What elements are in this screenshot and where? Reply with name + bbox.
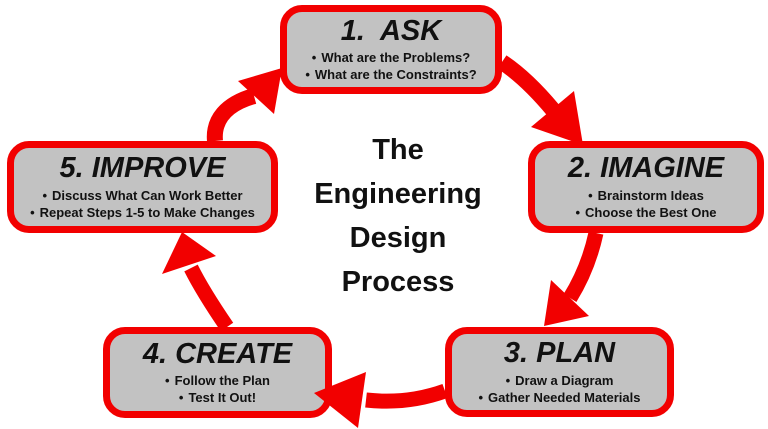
bullet-text: Brainstorm Ideas [597,187,704,203]
bullet-text: Draw a Diagram [515,372,614,388]
step-bullets-create: •Follow the Plan •Test It Out! [165,372,270,406]
bullet-item: •Follow the Plan [165,372,270,389]
bullet-item: •Draw a Diagram [478,372,640,389]
bullet-item: •Test It Out! [165,389,270,406]
bullet-text: What are the Problems? [321,50,471,66]
step-bullets-ask: •What are the Problems? •What are the Co… [305,49,476,83]
bullet-text: Follow the Plan [174,373,270,389]
bullet-dot: • [30,204,35,220]
bullet-item: •Repeat Steps 1-5 to Make Changes [30,204,255,221]
step-title-imagine: 2. IMAGINE [567,152,725,185]
step-bullets-improve: •Discuss What Can Work Better •Repeat St… [30,187,255,221]
diagram-title-line: Design [349,222,447,254]
bullet-item: •Discuss What Can Work Better [30,187,255,204]
bullet-dot: • [311,50,317,66]
step-title-ask: 1. ASK [340,14,442,47]
bullet-item: •Choose the Best One [575,204,716,221]
diagram-title-line: Process [341,266,455,298]
bullet-dot: • [588,187,593,203]
bullet-text: Choose the Best One [585,204,717,220]
bullet-dot: • [575,204,581,220]
step-box-improve: 5. IMPROVE •Discuss What Can Work Better… [7,141,278,233]
bullet-item: •What are the Problems? [305,49,476,66]
bullet-item: •Gather Needed Materials [478,389,640,406]
step-bullets-imagine: •Brainstorm Ideas •Choose the Best One [575,187,716,221]
bullet-dot: • [42,187,48,203]
step-box-ask: 1. ASK •What are the Problems? •What are… [280,5,502,94]
arrow-plan-to-create [314,372,448,428]
step-box-create: 4. CREATE •Follow the Plan •Test It Out! [103,327,332,418]
bullet-dot: • [165,373,170,389]
bullet-text: What are the Constraints? [314,67,477,83]
bullet-text: Test It Out! [188,390,257,406]
diagram-title-line: Engineering [314,178,482,210]
diagram-title: The Engineering Design Process [288,128,508,304]
arrow-improve-to-ask [206,68,282,142]
bullet-text: Discuss What Can Work Better [52,187,243,203]
step-bullets-plan: •Draw a Diagram •Gather Needed Materials [478,372,640,406]
arrow-create-to-improve [162,232,234,332]
step-box-plan: 3. PLAN •Draw a Diagram •Gather Needed M… [445,327,674,417]
step-title-improve: 5. IMPROVE [59,152,226,185]
bullet-item: •What are the Constraints? [305,66,476,83]
arrow-imagine-to-plan [544,231,604,326]
bullet-text: Repeat Steps 1-5 to Make Changes [39,204,255,220]
bullet-dot: • [305,67,310,83]
bullet-dot: • [505,372,511,388]
step-box-imagine: 2. IMAGINE •Brainstorm Ideas •Choose the… [528,141,764,233]
bullet-text: Gather Needed Materials [488,389,641,405]
bullet-dot: • [478,389,484,405]
arrow-ask-to-imagine [497,55,583,145]
step-title-plan: 3. PLAN [503,337,616,370]
bullet-dot: • [178,390,184,406]
bullet-item: •Brainstorm Ideas [575,187,716,204]
diagram-title-line: The [372,134,424,166]
step-title-create: 4. CREATE [142,337,293,370]
